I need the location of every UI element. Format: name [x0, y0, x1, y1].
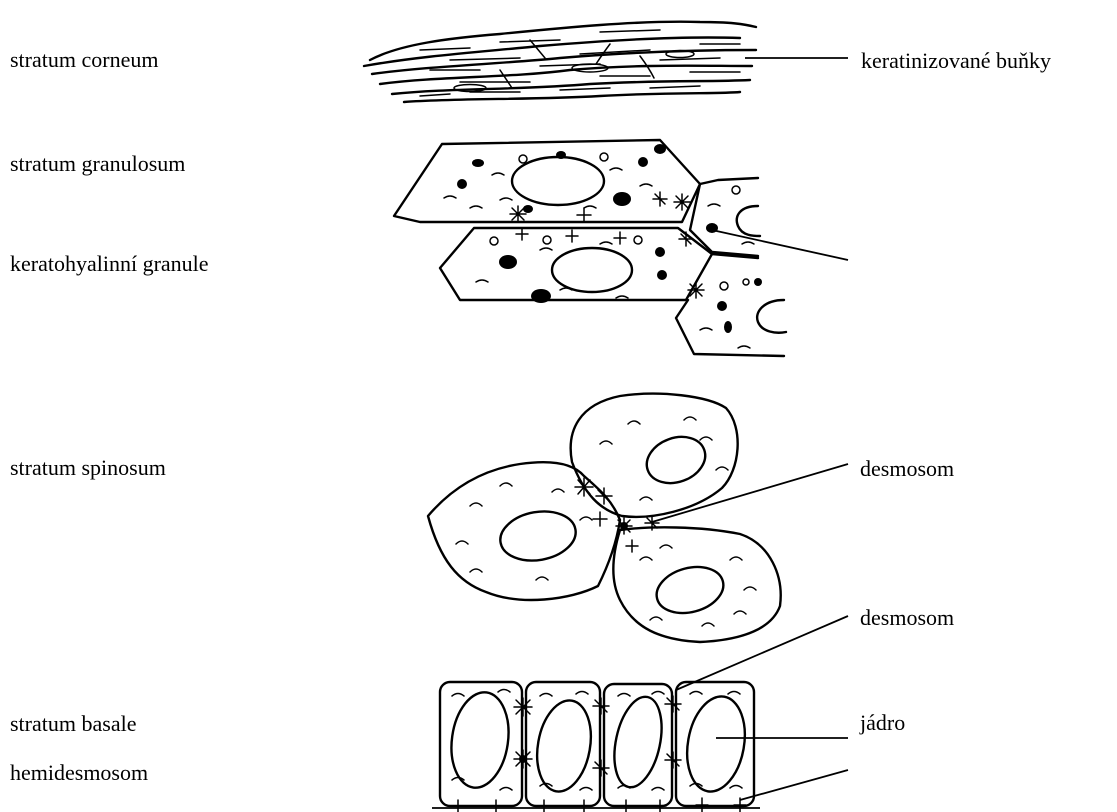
- stratum-corneum-drawing: [364, 22, 756, 102]
- stratum-basale-drawing: [440, 682, 754, 806]
- stratum-granulosum-drawing: [394, 140, 786, 356]
- stratum-spinosum-drawing: [428, 394, 781, 642]
- basale-desmosome-dot: [519, 755, 527, 763]
- leader-hemidesmosom: [740, 770, 848, 800]
- granulosum-desmosome-marks: [510, 192, 704, 298]
- leader-desmosom-spinosum: [652, 464, 848, 522]
- spinosum-desmosome-dot: [620, 522, 628, 530]
